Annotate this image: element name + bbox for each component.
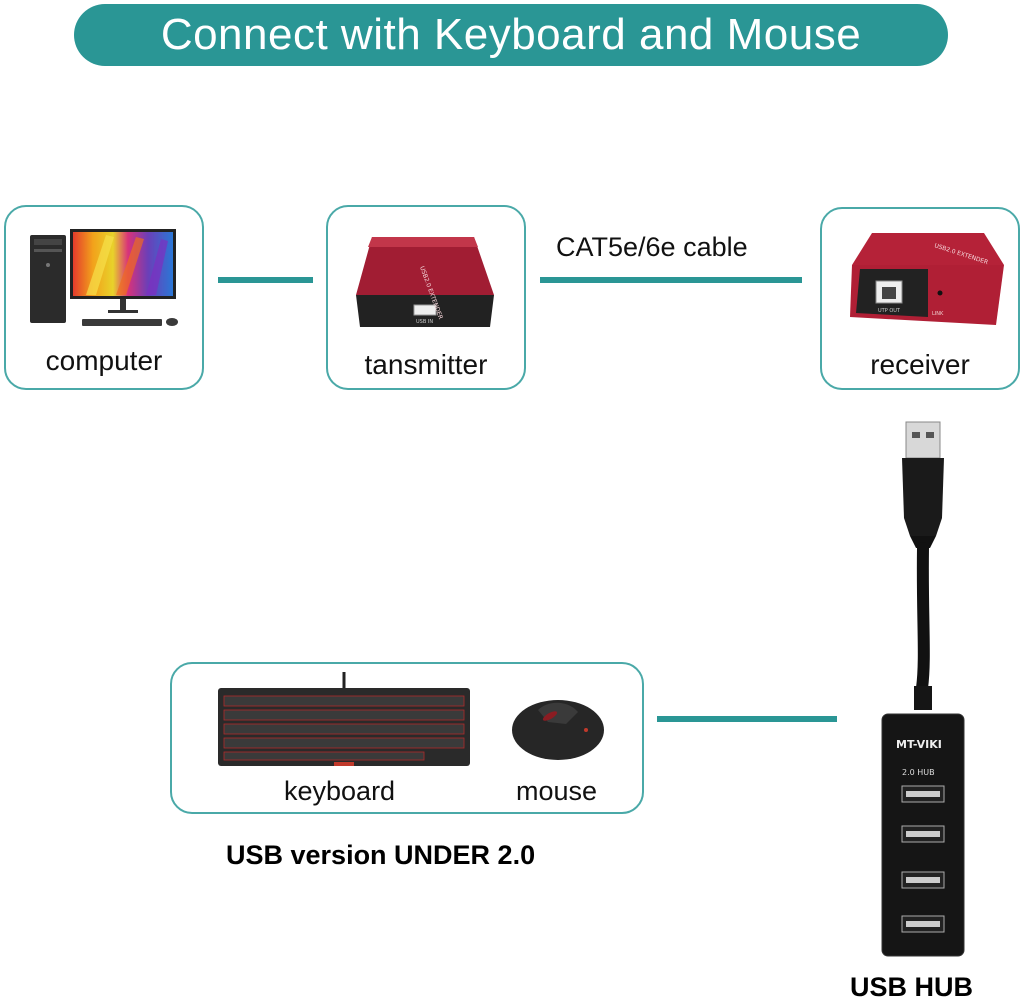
receiver-label: receiver	[870, 349, 970, 380]
connector-cat5-cable	[540, 277, 802, 283]
hub-model: 2.0 HUB	[902, 768, 935, 777]
usb-hub-label: USB HUB	[850, 972, 974, 1002]
connector-computer-transmitter	[218, 277, 313, 283]
keyboard-illustration	[218, 672, 470, 766]
computer-illustration	[30, 229, 178, 326]
peripherals-card: keyboard mouse	[170, 662, 644, 814]
computer-label: computer	[45, 345, 163, 376]
transmitter-card: USB2.0 EXTENDER USB IN tansmitter	[326, 205, 526, 390]
receiver-led: LINK	[932, 311, 944, 317]
page-title: Connect with Keyboard and Mouse	[160, 10, 862, 59]
computer-card: computer	[4, 205, 204, 390]
hub-brand: MT-VIKI	[896, 738, 942, 751]
keyboard-label: keyboard	[284, 776, 396, 806]
transmitter-illustration: USB2.0 EXTENDER USB IN	[356, 237, 494, 327]
cable-label: CAT5e/6e cable	[556, 232, 748, 262]
connector-hub-peripherals	[657, 716, 837, 722]
mouse-label: mouse	[516, 776, 598, 806]
title-banner: Connect with Keyboard and Mouse	[74, 4, 948, 66]
mouse-illustration	[512, 700, 604, 760]
usb-version-note: USB version UNDER 2.0	[226, 840, 536, 870]
receiver-illustration: USB2.0 EXTENDER UTP OUT LINK	[850, 233, 1004, 325]
transmitter-port: USB IN	[416, 319, 433, 325]
receiver-card: USB2.0 EXTENDER UTP OUT LINK receiver	[820, 207, 1020, 390]
transmitter-label: tansmitter	[364, 349, 488, 380]
receiver-port: UTP OUT	[878, 308, 901, 314]
usb-hub-illustration: MT-VIKI 2.0 HUB	[881, 421, 965, 957]
